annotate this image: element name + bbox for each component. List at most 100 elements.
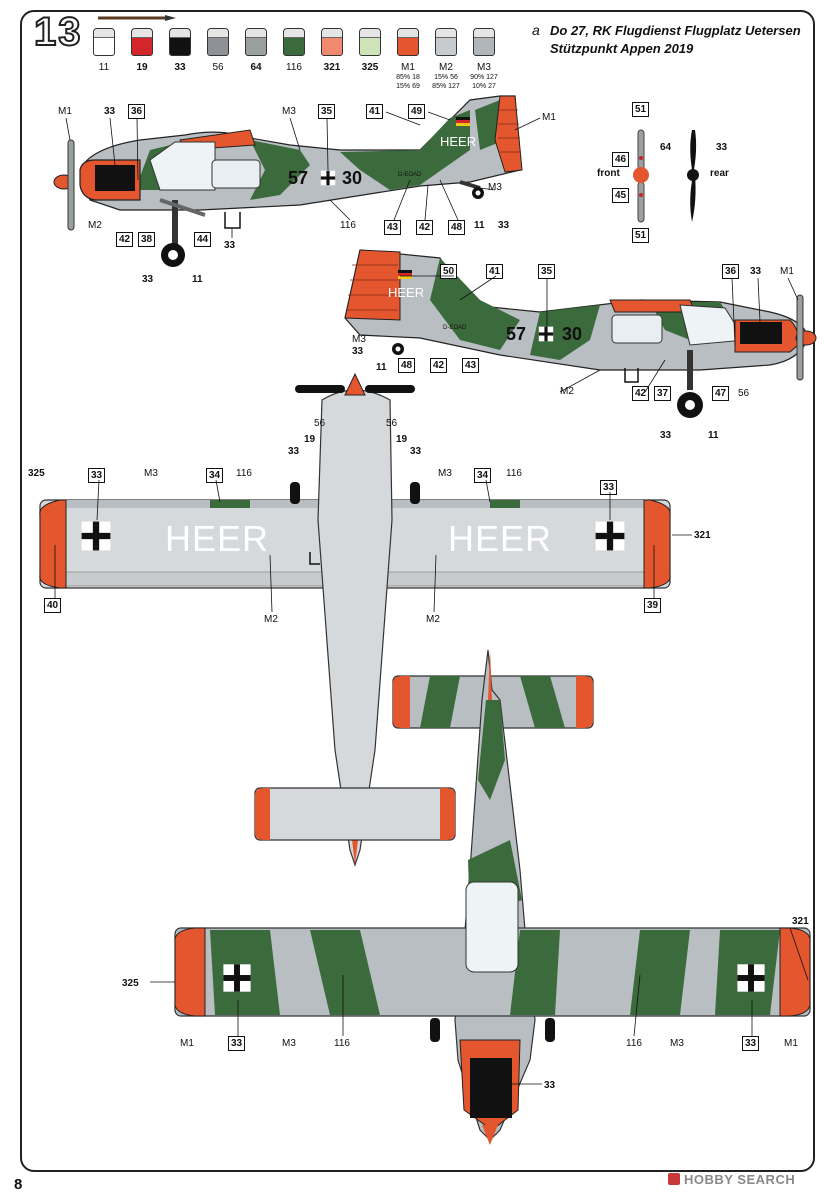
paint-chip: 56 [205,28,231,73]
decal-48: 48 [398,358,416,373]
label-321: 321 [694,530,711,541]
label-front: front [597,168,620,179]
paint-chip: 64 [243,28,269,73]
paint-chip: 11 [91,28,117,73]
label-116: 116 [334,1038,350,1049]
decal-35: 35 [318,104,336,119]
label-321: 321 [792,916,809,927]
label-m3: M3 [282,1038,296,1049]
decal-36: 36 [128,104,146,119]
decal-33: 33 [88,468,106,483]
registration-side2: D-EOAD [443,325,467,331]
label-33: 33 [498,220,510,231]
decal-40: 40 [44,598,62,613]
label-116: 116 [506,468,522,479]
label-m1: M1 [180,1038,194,1049]
decal-38: 38 [138,232,156,247]
heer-marking-side1: HEER [440,134,477,149]
watermark: HOBBY SEARCH [668,1172,795,1187]
propeller-details [633,129,699,223]
paint-brush-icon [98,15,176,21]
decal-42: 42 [116,232,134,247]
label-rear: rear [710,168,729,179]
label-m3: M3 [352,334,366,345]
decal-42: 42 [632,386,650,401]
label-m2: M2 [264,614,278,625]
decal-33: 33 [742,1036,760,1051]
label-33: 33 [716,142,728,153]
label-m2: M2 [88,220,102,231]
label-325: 325 [28,468,45,479]
label-56: 56 [386,418,398,429]
decal-42: 42 [430,358,448,373]
code-right-side2: 30 [562,324,583,344]
paint-chip: 33 [167,28,193,73]
code-left-side1: 57 [288,168,309,188]
decal-43: 43 [384,220,402,235]
decal-39: 39 [644,598,662,613]
label-11: 11 [708,430,719,441]
label-33: 33 [224,240,236,251]
decal-36: 36 [722,264,740,279]
label-19: 19 [396,434,408,445]
label-33: 33 [288,446,300,457]
heer-marking-left-wing: HEER [165,518,270,559]
heer-marking-right-wing: HEER [448,518,553,559]
decal-35: 35 [538,264,556,279]
label-33: 33 [142,274,154,285]
label-56: 56 [314,418,326,429]
label-56: 56 [738,388,750,399]
decal-33: 33 [228,1036,246,1051]
code-left-side2: 57 [506,324,527,344]
label-325: 325 [122,978,139,989]
decal-49: 49 [408,104,426,119]
right-side-view [344,249,817,418]
label-19: 19 [304,434,316,445]
decal-51: 51 [632,102,650,117]
label-m2: M2 [426,614,440,625]
decal-50: 50 [440,264,458,279]
paint-chip: 321 [319,28,345,73]
scheme-title: Do 27, RK Flugdienst Flugplatz Uetersen … [550,23,801,56]
bottom-view [39,372,671,867]
decal-47: 47 [712,386,730,401]
logo-icon [668,1173,680,1185]
step-number: 13 [33,9,83,55]
page-number: 8 [14,1176,23,1193]
label-33: 33 [352,346,364,357]
label-m3: M3 [438,468,452,479]
label-116: 116 [340,220,356,231]
decal-48: 48 [448,220,466,235]
paint-chip: 19 [129,28,155,73]
scheme-letter: a [532,22,540,38]
decal-42: 42 [416,220,434,235]
label-m3: M3 [670,1038,684,1049]
decal-33: 33 [600,480,618,495]
label-m3: M3 [488,182,502,193]
heer-marking-side2: HEER [388,285,425,300]
decal-46: 46 [612,152,630,167]
label-33: 33 [750,266,762,277]
label-m2: M2 [560,386,574,397]
decal-45: 45 [612,188,630,203]
label-11: 11 [192,274,203,285]
label-116: 116 [236,468,252,479]
label-m1: M1 [58,106,72,117]
instruction-frame [20,10,815,1172]
label-m1: M1 [784,1038,798,1049]
paint-chip: 325 [357,28,383,73]
top-view [174,649,811,1145]
code-right-side1: 30 [342,168,363,188]
label-33: 33 [544,1080,556,1091]
decal-51: 51 [632,228,650,243]
paint-chip: 116 [281,28,307,73]
decal-41: 41 [486,264,504,279]
label-m1: M1 [542,112,556,123]
label-11: 11 [474,220,485,231]
label-116: 116 [626,1038,642,1049]
decal-43: 43 [462,358,480,373]
